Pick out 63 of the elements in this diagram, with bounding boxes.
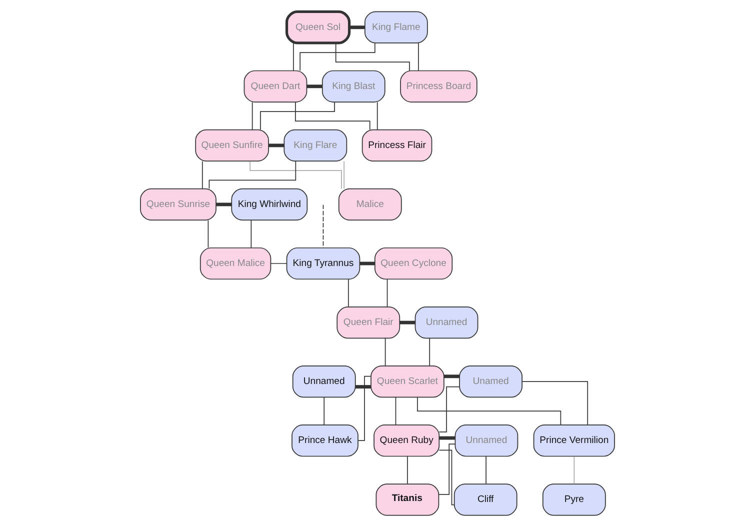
connector (384, 338, 386, 366)
connector (355, 385, 371, 389)
connector (306, 84, 322, 88)
connector (574, 456, 575, 484)
connector (438, 386, 460, 432)
node-box: Cliff (454, 484, 518, 516)
connector (429, 338, 430, 366)
connector (293, 42, 294, 71)
node-box: Unnamed (414, 306, 478, 339)
connector (268, 144, 284, 148)
connector (439, 436, 455, 440)
connector (250, 160, 342, 190)
connector (376, 102, 378, 130)
connector (335, 42, 410, 71)
connector (407, 456, 408, 484)
connector (395, 396, 396, 426)
connector (202, 160, 203, 190)
node-box: King Whirlwind (231, 188, 308, 221)
node-box: Prince Vermilion (533, 424, 615, 457)
node-box: Queen Ruby (374, 424, 440, 457)
connector (252, 102, 253, 130)
connector (348, 278, 349, 308)
node-box: King Blast (322, 70, 386, 102)
node-box: Queen Sunrise (140, 188, 216, 221)
connector (322, 204, 324, 248)
connector (349, 26, 365, 30)
node-box: Queen Cyclone (374, 247, 453, 280)
connector (216, 202, 232, 206)
node-box: Queen Scarlet (370, 366, 444, 398)
connector (300, 42, 376, 72)
connector (400, 320, 416, 324)
connector (360, 262, 375, 266)
node-box: Queen Flair (336, 306, 400, 339)
connector (418, 42, 419, 71)
connector (386, 278, 388, 308)
connector (295, 102, 370, 130)
connector (260, 102, 335, 130)
node-box: Malice (338, 188, 402, 221)
connector (324, 396, 325, 426)
node-box: Princess Board (400, 70, 478, 102)
node-box: King Tyrannus (286, 247, 360, 280)
connector (270, 263, 287, 264)
node-box: Unnamed (292, 366, 356, 398)
node-box: King Flame (364, 11, 428, 44)
node-box: Titanis (376, 484, 440, 516)
node-box: Queen Sunfire (195, 129, 269, 162)
connector (250, 220, 252, 248)
connector (444, 374, 460, 378)
connector (522, 381, 588, 426)
node-box: Unamed (459, 366, 522, 398)
connector (438, 444, 456, 495)
node-box: Queen Malice (200, 247, 272, 280)
node-box: Unnamed (454, 424, 518, 457)
connector (208, 220, 209, 248)
connector (358, 376, 372, 442)
node-box: King Flare (284, 129, 348, 162)
connector (438, 450, 455, 506)
node-box: Queen Dart (244, 70, 308, 102)
node-box: Prince Hawk (292, 424, 358, 457)
node-box: Pyre (542, 484, 606, 516)
connector (208, 160, 296, 190)
node-box: Princess Flair (362, 129, 432, 162)
node-box: Queen Sol (285, 10, 351, 44)
